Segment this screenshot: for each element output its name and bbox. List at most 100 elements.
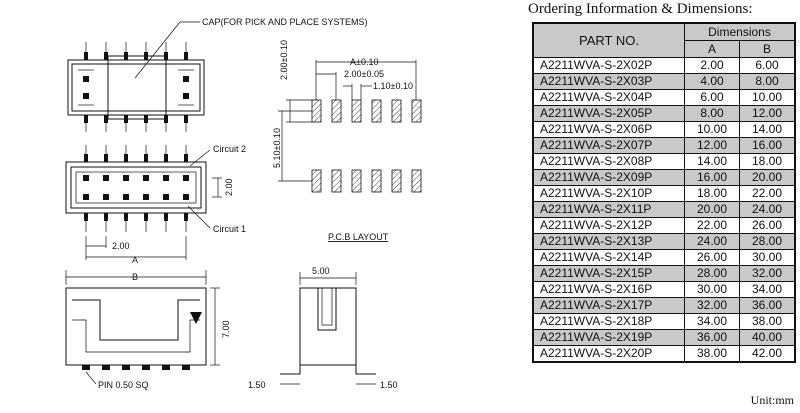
dim-b-cell: 40.00 xyxy=(739,329,796,346)
pcb-row-gap: 5.10±0.10 xyxy=(272,128,282,168)
dim-b-cell: 26.00 xyxy=(739,217,796,234)
part-number-cell: A2211WVA-S-2X02P xyxy=(532,57,685,74)
dim-b-cell: 14.00 xyxy=(739,121,796,138)
dim-a-cell: 20.00 xyxy=(684,201,740,218)
dim-a-cell: 12.00 xyxy=(684,137,740,154)
unit-label: Unit:mm xyxy=(750,393,794,407)
top-view-cap xyxy=(67,21,205,132)
dim-b-cell: 36.00 xyxy=(739,297,796,314)
dim-a: A xyxy=(132,255,138,265)
dim-b-cell: 34.00 xyxy=(739,281,796,298)
dim-b-cell: 30.00 xyxy=(739,249,796,266)
dim-b-cell: 18.00 xyxy=(739,153,796,170)
dim-a-cell: 2.00 xyxy=(684,57,740,74)
part-number-cell: A2211WVA-S-2X08P xyxy=(532,153,685,170)
dim-b-cell: 28.00 xyxy=(739,233,796,250)
dim-a-cell: 22.00 xyxy=(684,217,740,234)
dim-foot-right: 1.50 xyxy=(380,380,398,390)
dim-a-cell: 34.00 xyxy=(684,313,740,330)
dim-a-cell: 36.00 xyxy=(684,329,740,346)
dim-b-cell: 38.00 xyxy=(739,313,796,330)
pcb-pad-tol: 1.10±0.10 xyxy=(373,81,413,91)
pcb-layout xyxy=(278,60,422,193)
dim-a-cell: 28.00 xyxy=(684,265,740,282)
part-number-cell: A2211WVA-S-2X14P xyxy=(532,249,685,266)
part-number-cell: A2211WVA-S-2X13P xyxy=(532,233,685,250)
dim-b-cell: 32.00 xyxy=(739,265,796,282)
part-number-cell: A2211WVA-S-2X10P xyxy=(532,185,685,202)
dim-a-cell: 38.00 xyxy=(684,345,740,363)
dim-b-cell: 24.00 xyxy=(739,201,796,218)
dim-a-cell: 16.00 xyxy=(684,169,740,186)
dim-width: 5.00 xyxy=(312,266,330,276)
dim-a-cell: 18.00 xyxy=(684,185,740,202)
part-number-cell: A2211WVA-S-2X16P xyxy=(532,281,685,298)
dim-a-cell: 26.00 xyxy=(684,249,740,266)
dim-b-cell: 42.00 xyxy=(739,345,796,363)
part-number-cell: A2211WVA-S-2X09P xyxy=(532,169,685,186)
dim-b-cell: 16.00 xyxy=(739,137,796,154)
dim-a-cell: 30.00 xyxy=(684,281,740,298)
technical-drawing: CAP(FOR PICK AND PLACE SYSTEMS) xyxy=(65,17,422,390)
pcb-pad-len: 2.00±0.10 xyxy=(279,40,289,80)
part-number-cell: A2211WVA-S-2X19P xyxy=(532,329,685,346)
dim-a-cell: 14.00 xyxy=(684,153,740,170)
part-number-cell: A2211WVA-S-2X18P xyxy=(532,313,685,330)
dim-b-cell: 8.00 xyxy=(739,73,796,90)
dim-b-cell: 10.00 xyxy=(739,89,796,106)
circuit2-label: Circuit 2 xyxy=(213,144,246,154)
part-number-cell: A2211WVA-S-2X07P xyxy=(532,137,685,154)
part-number-cell: A2211WVA-S-2X12P xyxy=(532,217,685,234)
part-number-cell: A2211WVA-S-2X03P xyxy=(532,73,685,90)
part-number-cell: A2211WVA-S-2X05P xyxy=(532,105,685,122)
dim-a-cell: 8.00 xyxy=(684,105,740,122)
dim-b: B xyxy=(132,272,138,282)
ordering-table: PART NO. Dimensions A B A2211WVA-S-2X02P… xyxy=(532,22,796,363)
dim-foot-left: 1.50 xyxy=(248,380,266,390)
circuit1-label: Circuit 1 xyxy=(213,224,246,234)
part-number-cell: A2211WVA-S-2X11P xyxy=(532,201,685,218)
part-number-cell: A2211WVA-S-2X20P xyxy=(532,345,685,363)
dim-height: 7.00 xyxy=(221,320,231,338)
header-dimensions: Dimensions xyxy=(684,22,796,41)
part-number-cell: A2211WVA-S-2X17P xyxy=(532,297,685,314)
header-part-no: PART NO. xyxy=(532,22,685,58)
dim-pitch-side: 2.00 xyxy=(224,178,234,196)
dim-b-cell: 6.00 xyxy=(739,57,796,74)
dim-a-cell: 4.00 xyxy=(684,73,740,90)
dim-a-cell: 32.00 xyxy=(684,297,740,314)
dim-b-cell: 22.00 xyxy=(739,185,796,202)
header-a: A xyxy=(684,40,740,58)
ordering-title: Ordering Information & Dimensions: xyxy=(528,1,753,17)
top-view-contacts xyxy=(65,145,222,260)
side-view xyxy=(280,272,376,385)
pcb-pitch-tol: 2.00±0.05 xyxy=(344,69,384,79)
pin-label: PIN 0.50 SQ xyxy=(98,380,149,390)
dim-a-cell: 24.00 xyxy=(684,233,740,250)
dim-b-cell: 12.00 xyxy=(739,105,796,122)
dim-a-cell: 6.00 xyxy=(684,89,740,106)
dim-a-cell: 10.00 xyxy=(684,121,740,138)
front-view xyxy=(65,270,220,385)
part-number-cell: A2211WVA-S-2X04P xyxy=(532,89,685,106)
pcb-a-tol: A±0.10 xyxy=(350,57,378,67)
dim-pitch-bottom: 2.00 xyxy=(112,241,130,251)
